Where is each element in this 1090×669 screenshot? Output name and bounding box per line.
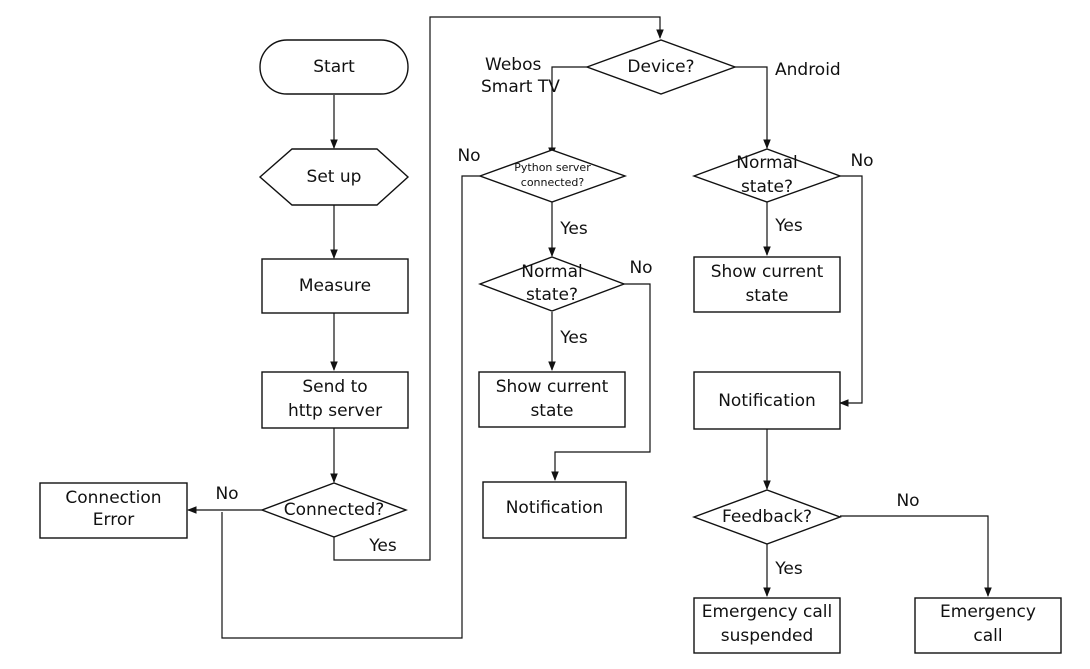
edge-normal-left-no xyxy=(551,283,651,481)
android-label: Android xyxy=(775,60,841,80)
normal-left-no-label: No xyxy=(629,258,653,278)
python-no-label: No xyxy=(457,146,481,166)
python-label-line2: connected? xyxy=(520,176,585,189)
webos-label-line2: Smart TV xyxy=(481,77,560,97)
device-diamond xyxy=(584,39,738,95)
show-left-label-line1: Show current xyxy=(495,377,609,397)
normal-right-label-line2: state? xyxy=(740,177,794,197)
connection-error-label-line2: Error xyxy=(92,510,135,530)
device-label: Device? xyxy=(627,57,695,77)
feedback-label: Feedback? xyxy=(722,507,812,527)
edge-device-android xyxy=(735,66,771,149)
feedback-yes-label: Yes xyxy=(775,559,803,579)
setup-hexagon xyxy=(258,148,410,206)
feedback-diamond xyxy=(691,489,843,545)
emergency-suspended-box xyxy=(693,597,841,654)
start-terminal xyxy=(259,39,409,95)
normal-right-label-line1: Normal xyxy=(736,153,798,173)
notification-left-box xyxy=(482,481,627,539)
notification-left-label: Notification xyxy=(505,498,604,518)
connected-label: Connected? xyxy=(283,500,385,520)
emergency-suspended-label-line2: suspended xyxy=(720,626,814,646)
start-label: Start xyxy=(313,57,355,77)
emergency-call-label-line1: Emergency xyxy=(940,602,1036,622)
normal-right-yes-label: Yes xyxy=(775,216,803,236)
send-label-line2: http server xyxy=(287,401,383,421)
emergency-suspended-label-line1: Emergency call xyxy=(701,602,833,622)
python-yes-label: Yes xyxy=(560,219,588,239)
connection-error-box xyxy=(39,482,188,539)
edge-feedback-no xyxy=(840,515,992,597)
emergency-call-box xyxy=(914,597,1062,654)
setup-label: Set up xyxy=(306,167,362,187)
normal-right-diamond xyxy=(691,148,843,203)
connection-error-label-line1: Connection xyxy=(65,488,162,508)
normal-left-yes-label: Yes xyxy=(560,328,588,348)
emergency-call-label-line2: call xyxy=(973,626,1003,646)
show-right-label-line2: state xyxy=(745,286,789,306)
send-label-line1: Send to xyxy=(302,377,368,397)
webos-label-line1: Webos xyxy=(485,55,542,75)
notification-right-label: Notification xyxy=(718,391,816,411)
edge-device-webos xyxy=(548,66,587,157)
normal-left-label-line2: state? xyxy=(525,285,579,305)
connected-diamond xyxy=(260,482,408,538)
connected-yes-label: Yes xyxy=(369,536,397,556)
connected-no-label: No xyxy=(215,484,239,504)
measure-box xyxy=(261,258,409,314)
normal-left-label-line1: Normal xyxy=(521,262,583,282)
show-right-box xyxy=(693,256,841,313)
python-label-line1: Python server xyxy=(514,161,591,174)
normal-left-diamond xyxy=(478,256,626,312)
python-diamond xyxy=(477,149,628,203)
measure-label: Measure xyxy=(298,276,372,296)
send-box xyxy=(261,371,409,429)
show-right-label-line1: Show current xyxy=(710,262,824,282)
notification-right-box xyxy=(693,371,841,430)
edge-connected-yes-device xyxy=(333,16,664,561)
edge-python-no-loop xyxy=(221,175,480,639)
show-left-box xyxy=(478,371,626,428)
feedback-no-label: No xyxy=(896,491,920,511)
normal-right-no-label: No xyxy=(850,151,874,171)
show-left-label-line2: state xyxy=(530,401,574,421)
edge-normal-right-no xyxy=(839,175,863,407)
